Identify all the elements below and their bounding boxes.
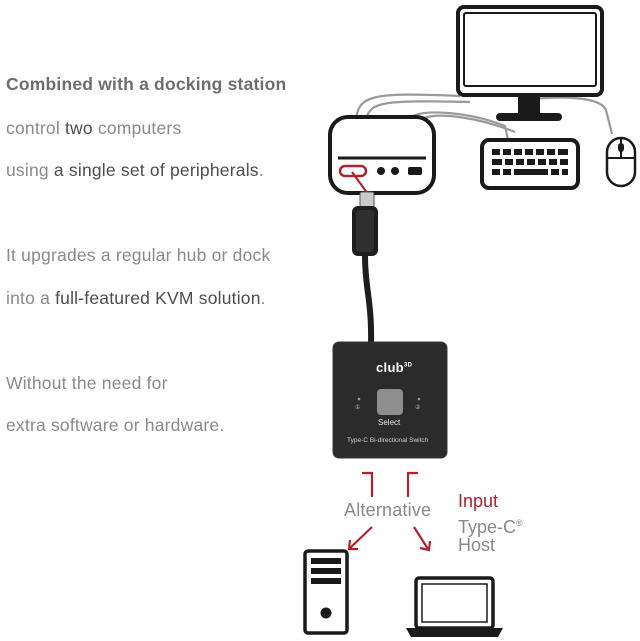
logo-superscript: 3D <box>403 362 413 369</box>
brand-logo: club3D <box>376 360 412 375</box>
text-emphasis: two <box>65 118 93 138</box>
desktop-tower-icon <box>303 549 349 635</box>
keyboard-icon <box>480 138 580 190</box>
type-c-text: Type-C <box>458 517 517 537</box>
docking-station-icon <box>328 115 436 195</box>
select-label: Select <box>378 418 401 427</box>
input-label: Input <box>458 491 499 511</box>
feature-line-kvm: into a full-featured KVM solution. <box>6 288 266 309</box>
usb-c-link <box>351 171 369 195</box>
text-span: control <box>6 118 65 138</box>
feature-line-no-need: Without the need for <box>6 373 168 393</box>
arrow-left <box>349 526 373 549</box>
text-emphasis: full-featured KVM solution <box>55 288 261 308</box>
feature-line-upgrade: It upgrades a regular hub or dock <box>6 245 271 265</box>
mouse-icon <box>605 136 637 188</box>
bracket-left <box>362 471 374 497</box>
direction-arrows <box>347 471 432 552</box>
bracket-right <box>406 471 418 497</box>
laptop-icon <box>406 576 503 637</box>
text-span: . <box>260 288 266 308</box>
text-span: . <box>258 160 264 180</box>
feature-line-two-computers: control two computers <box>6 118 181 139</box>
select-button[interactable] <box>377 389 403 415</box>
host-label: Host <box>458 535 496 555</box>
text-span: using <box>6 160 54 180</box>
kvm-switch-device <box>332 341 448 459</box>
input-type-label: Type-C® <box>458 512 523 538</box>
logo-text: club <box>376 360 404 375</box>
arrow-right <box>413 526 429 550</box>
device-caption: Type-C Bi-directional Switch <box>347 437 429 444</box>
text-emphasis: a single set of peripherals <box>53 160 259 180</box>
feature-line-peripherals: using a single set of peripherals. <box>6 160 264 181</box>
usb-c-cable <box>352 191 378 346</box>
monitor-icon <box>456 5 604 121</box>
text-span: computers <box>92 118 182 138</box>
port-1-indicator: ① <box>355 405 361 411</box>
registered-mark: ® <box>516 518 523 528</box>
alternative-label: Alternative <box>344 500 432 520</box>
headline: Combined with a docking station <box>6 74 287 94</box>
feature-line-software: extra software or hardware. <box>6 415 225 435</box>
port-2-indicator: ② <box>415 405 421 411</box>
text-span: into a <box>6 288 56 308</box>
